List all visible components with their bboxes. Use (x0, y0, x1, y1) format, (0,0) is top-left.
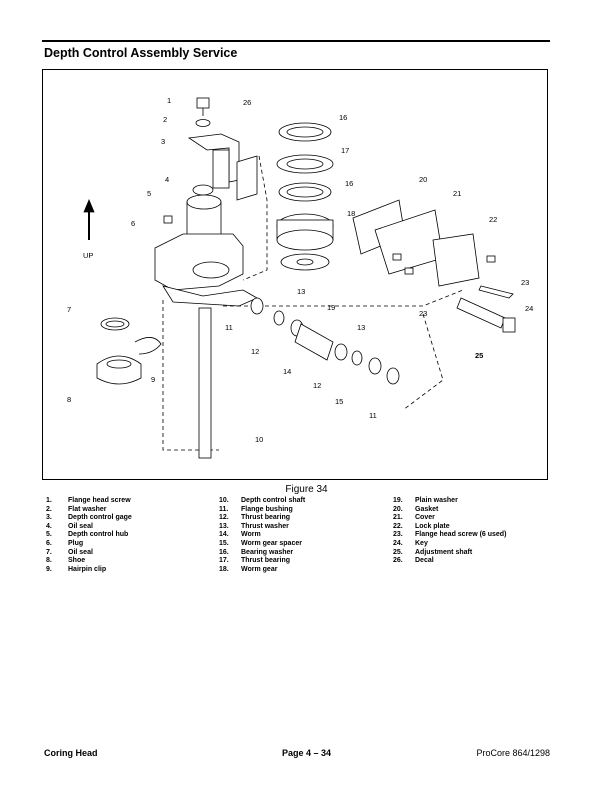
up-label: UP (83, 251, 93, 260)
footer-product-name: ProCore 864/1298 (476, 748, 550, 758)
figure-caption: Figure 34 (285, 484, 328, 495)
legend-item: 12.Thrust bearing (219, 514, 291, 522)
legend-item: 20.Gasket (393, 505, 439, 513)
legend-column-2: 10.Depth control shaft 11.Flange bushing… (219, 497, 305, 574)
callout-14: 14 (283, 367, 291, 376)
legend-item: 17.Thrust bearing (219, 557, 291, 565)
callout-26: 26 (243, 98, 251, 107)
callout-11a: 11 (225, 323, 233, 332)
up-arrow-icon (83, 198, 95, 213)
callout-17: 17 (341, 146, 349, 155)
callout-18: 18 (347, 209, 355, 218)
callout-8: 8 (67, 395, 71, 404)
callout-11b: 11 (369, 411, 377, 420)
legend-item: 18.Worm gear (219, 565, 278, 573)
legend-item: 26.Decal (393, 557, 434, 565)
callout-19: 19 (327, 303, 335, 312)
legend-column-1: 1.Flange head screw 2.Flat washer 3.Dept… (46, 497, 132, 574)
legend-item: 5.Depth control hub (46, 531, 129, 539)
callout-25: 25 (475, 351, 483, 360)
callout-5: 5 (147, 189, 151, 198)
footer-section-name: Coring Head (44, 748, 98, 758)
callout-16a: 16 (339, 113, 347, 122)
section-title: Depth Control Assembly Service (44, 46, 238, 60)
callout-21: 21 (453, 189, 461, 198)
legend-item: 19.Plain washer (393, 497, 458, 504)
callout-3: 3 (161, 137, 165, 146)
callout-16b: 16 (345, 179, 353, 188)
exploded-diagram: 1 2 3 4 5 6 26 16 17 16 18 20 21 22 23 2… (42, 69, 548, 480)
callout-6: 6 (131, 219, 135, 228)
callout-10: 10 (255, 435, 263, 444)
legend-item: 1.Flange head screw (46, 497, 131, 504)
callout-15: 15 (335, 397, 343, 406)
legend-item: 3.Depth control gage (46, 514, 132, 522)
legend-item: 10.Depth control shaft (219, 497, 306, 504)
callout-22: 22 (489, 215, 497, 224)
callout-13b: 13 (357, 323, 365, 332)
callout-24: 24 (525, 304, 533, 313)
callout-4: 4 (165, 175, 169, 184)
callout-12a: 12 (251, 347, 259, 356)
callout-2: 2 (163, 115, 167, 124)
legend-item: 15.Worm gear spacer (219, 539, 302, 547)
diagram-drawing: 1 2 3 4 5 6 26 16 17 16 18 20 21 22 23 2… (67, 96, 533, 459)
legend-item: 16.Bearing washer (219, 548, 294, 556)
legend-item: 9.Hairpin clip (46, 565, 107, 573)
legend-item: 8.Shoe (46, 557, 86, 565)
callouts: 1 2 3 4 5 6 26 16 17 16 18 20 21 22 23 2… (67, 96, 533, 444)
callout-23b: 23 (419, 309, 427, 318)
callout-1: 1 (167, 96, 171, 105)
legend-item: 2.Flat washer (46, 505, 107, 513)
legend-item: 24.Key (393, 539, 428, 547)
footer-page-number: Page 4 – 34 (281, 748, 332, 758)
legend-item: 6.Plug (46, 539, 84, 547)
legend-item: 22.Lock plate (393, 522, 450, 530)
legend-item: 4.Oil seal (46, 522, 93, 530)
header-rule (42, 40, 550, 42)
callout-23a: 23 (521, 278, 529, 287)
callout-7: 7 (67, 305, 71, 314)
callout-9: 9 (151, 375, 155, 384)
callout-12b: 12 (313, 381, 321, 390)
legend-item: 11.Flange bushing (219, 505, 293, 513)
legend-item: 21.Cover (393, 514, 435, 522)
legend-column-3: 19.Plain washer 20.Gasket 21.Cover 22.Lo… (393, 497, 506, 566)
legend-item: 25.Adjustment shaft (393, 548, 473, 556)
legend-item: 13.Thrust washer (219, 522, 289, 530)
callout-13a: 13 (297, 287, 305, 296)
callout-20: 20 (419, 175, 427, 184)
legend-item: 23.Flange head screw (6 used) (393, 531, 507, 539)
legend-item: 14.Worm (219, 531, 261, 539)
legend-item: 7.Oil seal (46, 548, 93, 556)
